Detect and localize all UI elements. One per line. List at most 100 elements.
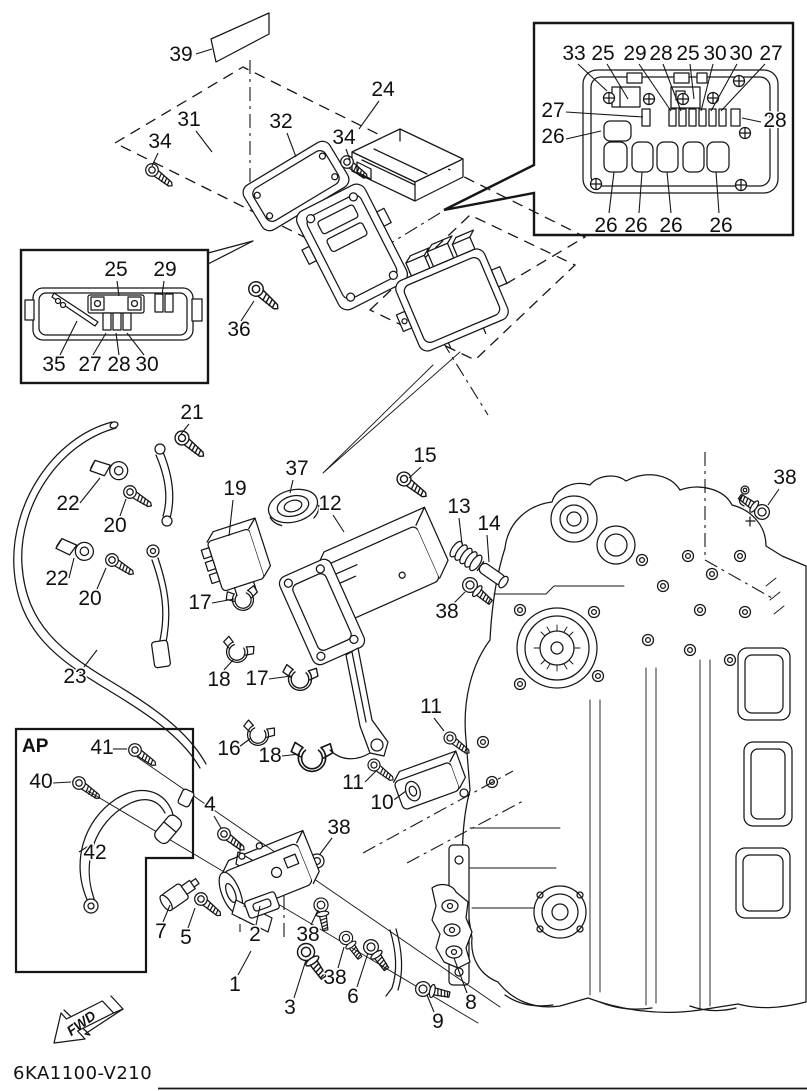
callout-11: 11: [420, 695, 442, 718]
callout-leader-25: [116, 280, 120, 297]
clamp-18-top: [217, 634, 257, 668]
ecu-unit: [395, 229, 509, 352]
callout-29: 29: [153, 258, 176, 281]
callout-1: 1: [229, 973, 241, 996]
callout-12: 12: [318, 492, 341, 515]
engine-block: [448, 474, 807, 1013]
callout-leader-38: [767, 488, 780, 506]
callout-5: 5: [180, 926, 192, 949]
callout-10: 10: [370, 791, 393, 814]
callout-40: 40: [29, 770, 52, 793]
callout-21: 21: [180, 401, 203, 424]
ecu-assembly-dashed-outline: [113, 66, 587, 314]
callout-19: 19: [223, 477, 246, 500]
callout-22: 22: [56, 492, 79, 515]
callout-leader-29: [161, 280, 165, 296]
screw-41: [125, 740, 160, 771]
callout-29: 29: [623, 42, 646, 65]
callout-4: 4: [204, 793, 216, 816]
cover-32: [351, 128, 464, 202]
callout-leader-37: [289, 479, 294, 494]
label-plate-39: [210, 12, 270, 63]
callout-39: 39: [169, 43, 192, 66]
callout-leader-29: [638, 63, 672, 112]
callout-leader-12: [332, 514, 345, 533]
callout-leader-25: [689, 63, 695, 100]
callout-leader-20: [96, 567, 107, 590]
callout-leader-26: [715, 171, 720, 214]
callout-leader-18: [281, 753, 301, 757]
callout-28: 28: [107, 353, 130, 376]
callout-11: 11: [342, 771, 364, 794]
plate-2: [244, 891, 280, 919]
battery-cable-42: [79, 788, 195, 914]
screw-11-bottom: [365, 756, 398, 786]
callout-leader-23: [83, 649, 98, 668]
callout-leader-6: [356, 952, 369, 988]
callout-25: 25: [676, 42, 699, 65]
grommet-37: [267, 488, 320, 527]
connector-inset: [19, 240, 254, 385]
callout-32: 32: [269, 110, 292, 133]
callout-leader-17: [268, 675, 292, 680]
callout-leader-7: [162, 904, 171, 923]
callout-leader-9: [426, 994, 435, 1013]
callout-18: 18: [207, 668, 230, 691]
callout-leader-30: [710, 63, 738, 112]
bracket-8: [431, 883, 473, 969]
callout-leader-30: [700, 63, 714, 112]
callout-9: 9: [432, 1010, 444, 1033]
callout-3: 3: [284, 996, 296, 1019]
callout-leader-38: [451, 591, 466, 606]
projection-lines: [87, 351, 625, 1024]
callout-41: 41: [90, 736, 113, 759]
callout-leader-19: [228, 499, 234, 537]
screw-21: [171, 427, 209, 463]
callout-leader-8: [453, 957, 468, 994]
callout-35: 35: [42, 353, 65, 376]
callout-17: 17: [245, 667, 268, 690]
screw-20-bottom: [102, 550, 138, 580]
callout-leader-26: [565, 130, 602, 140]
callout-22: 22: [45, 567, 68, 590]
callout-27: 27: [78, 353, 101, 376]
bolt-9: [413, 979, 452, 1003]
callout-26: 26: [624, 214, 647, 237]
callout-leader-20: [119, 498, 127, 517]
part-code: 6KA1100-V210: [13, 1063, 152, 1084]
relay-19: [200, 517, 272, 597]
screw-20-top: [120, 482, 156, 512]
callout-34: 34: [332, 126, 356, 149]
callout-24: 24: [371, 78, 395, 101]
callout-38: 38: [323, 966, 346, 989]
callout-leader-38: [319, 837, 333, 855]
link-rod: [385, 928, 403, 997]
callout-leader-2: [255, 905, 261, 926]
bolt-6: [360, 936, 394, 974]
callout-2: 2: [249, 923, 261, 946]
screw-5: [191, 889, 226, 921]
mid-assembly: [13, 421, 773, 869]
mount-10: [393, 750, 469, 810]
callout-leader-1: [237, 950, 252, 976]
callout-30: 30: [703, 42, 726, 65]
callout-38: 38: [435, 600, 458, 623]
callout-leader-14: [486, 534, 490, 563]
callout-13: 13: [447, 495, 470, 518]
callout-leader-24: [358, 100, 380, 130]
callout-leader-31: [195, 130, 213, 153]
callout-leader-10: [390, 790, 407, 803]
callout-leader-22: [68, 557, 75, 579]
callout-leader-26: [666, 171, 672, 214]
callout-leader-16: [238, 737, 252, 748]
callout-leader-26: [638, 171, 643, 214]
callout-30: 30: [135, 353, 158, 376]
terminal-22-top: [87, 453, 131, 486]
ecu-unit-dashed-outline: [368, 214, 577, 361]
bottom-cluster: [159, 824, 473, 1003]
sensor-7: [159, 878, 200, 912]
ecu-bracket: [295, 183, 409, 311]
callout-leader-27: [565, 111, 644, 118]
callout-leader-17: [211, 598, 235, 604]
